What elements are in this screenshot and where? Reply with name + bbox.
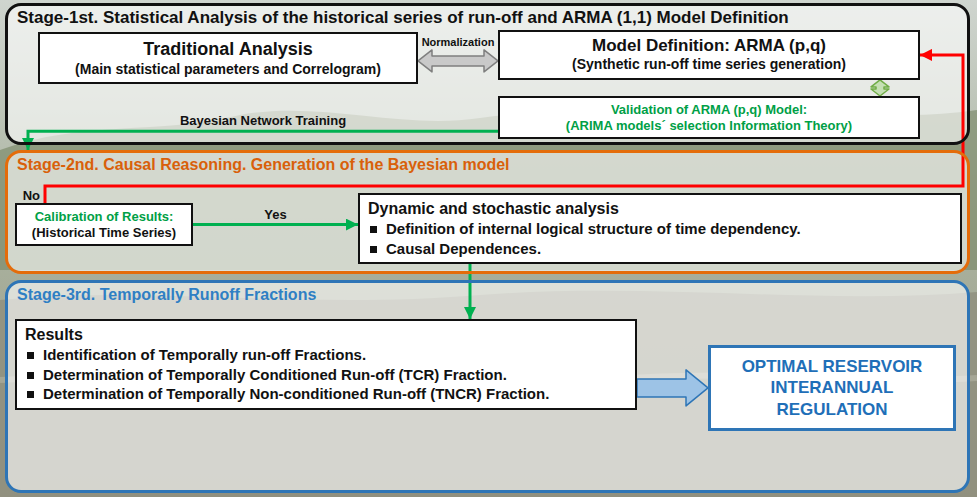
box-heading: Calibration of Results:: [25, 209, 183, 225]
stage-band: Stage-2nd. Causal Reasoning. Generation …: [5, 150, 970, 274]
edge-label: No: [23, 188, 40, 203]
box-heading: Traditional Analysis: [48, 38, 408, 61]
bullet-text: Causal Dependences.: [386, 239, 541, 259]
box-heading: OPTIMAL RESERVOIR INTERANNUAL REGULATION: [719, 356, 945, 420]
process-box: Validation of ARMA (p,q) Model:(ARIMA mo…: [498, 96, 920, 139]
box-heading: Results: [25, 325, 627, 345]
process-box: Model Definition: ARMA (p,q)(Synthetic r…: [498, 30, 920, 80]
box-subtext: (Main statistical parameters and Correlo…: [48, 61, 408, 79]
block-arrow: [418, 50, 498, 72]
stage-band: Stage-3rd. Temporally Runoff FractionsRe…: [5, 280, 970, 493]
bullet-square: [27, 352, 34, 359]
bullet-item: Definition of internal logical structure…: [368, 219, 952, 239]
text-group: OPTIMAL RESERVOIR INTERANNUAL REGULATION: [719, 356, 945, 420]
bullet-square: [27, 372, 34, 379]
flow-connector: [28, 131, 498, 150]
band-fill: [7, 282, 969, 492]
edge-label: Normalization: [422, 36, 495, 48]
outcome-box: OPTIMAL RESERVOIR INTERANNUAL REGULATION: [708, 345, 956, 431]
bullet-item: Causal Dependences.: [368, 239, 952, 259]
stage-title: Stage-3rd. Temporally Runoff Fractions: [8, 283, 967, 304]
stage-title: Stage-1st. Statistical Analysis of the h…: [8, 6, 967, 28]
bullet-item: Determination of Temporally Conditioned …: [25, 365, 627, 385]
block-arrow: [637, 370, 708, 406]
bullet-square: [370, 246, 377, 253]
bullet-text: Definition of internal logical structure…: [386, 219, 801, 239]
bullet-square: [370, 226, 377, 233]
process-box: Traditional Analysis(Main statistical pa…: [38, 32, 418, 84]
stage-band: Stage-1st. Statistical Analysis of the h…: [5, 3, 970, 145]
band-fill: [7, 5, 969, 144]
decision-box: Calibration of Results:(Historical Time …: [15, 203, 193, 246]
edge-label: Yes: [264, 207, 286, 222]
box-heading: Model Definition: ARMA (p,q): [508, 36, 910, 56]
bullet-square: [27, 391, 34, 398]
box-subtext: (Synthetic run-off time series generatio…: [508, 56, 910, 74]
band-fill: [7, 152, 969, 273]
bullet-text: Determination of Temporally Non-conditio…: [43, 384, 549, 404]
bullet-item: Identification of Temporally run-off Fra…: [25, 345, 627, 365]
bullet-item: Determination of Temporally Non-conditio…: [25, 384, 627, 404]
flow-connector: [193, 223, 358, 226]
band-fill-group: [7, 5, 969, 492]
results-box: ResultsIdentification of Temporally run-…: [15, 319, 637, 410]
bullet-text: Determination of Temporally Conditioned …: [43, 365, 507, 385]
box-heading: Dynamic and stochastic analysis: [368, 199, 952, 219]
box-subtext: (Historical Time Series): [25, 225, 183, 241]
box-heading: Validation of ARMA (p,q) Model:: [508, 102, 910, 118]
stage-title: Stage-2nd. Causal Reasoning. Generation …: [8, 153, 967, 174]
process-box: Dynamic and stochastic analysisDefinitio…: [358, 193, 962, 264]
bullet-text: Identification of Temporally run-off Fra…: [43, 345, 366, 365]
edge-label: Bayesian Network Training: [180, 113, 346, 128]
block-arrow: [871, 80, 889, 96]
box-subtext: (ARIMA models´ selection Information The…: [508, 118, 910, 134]
